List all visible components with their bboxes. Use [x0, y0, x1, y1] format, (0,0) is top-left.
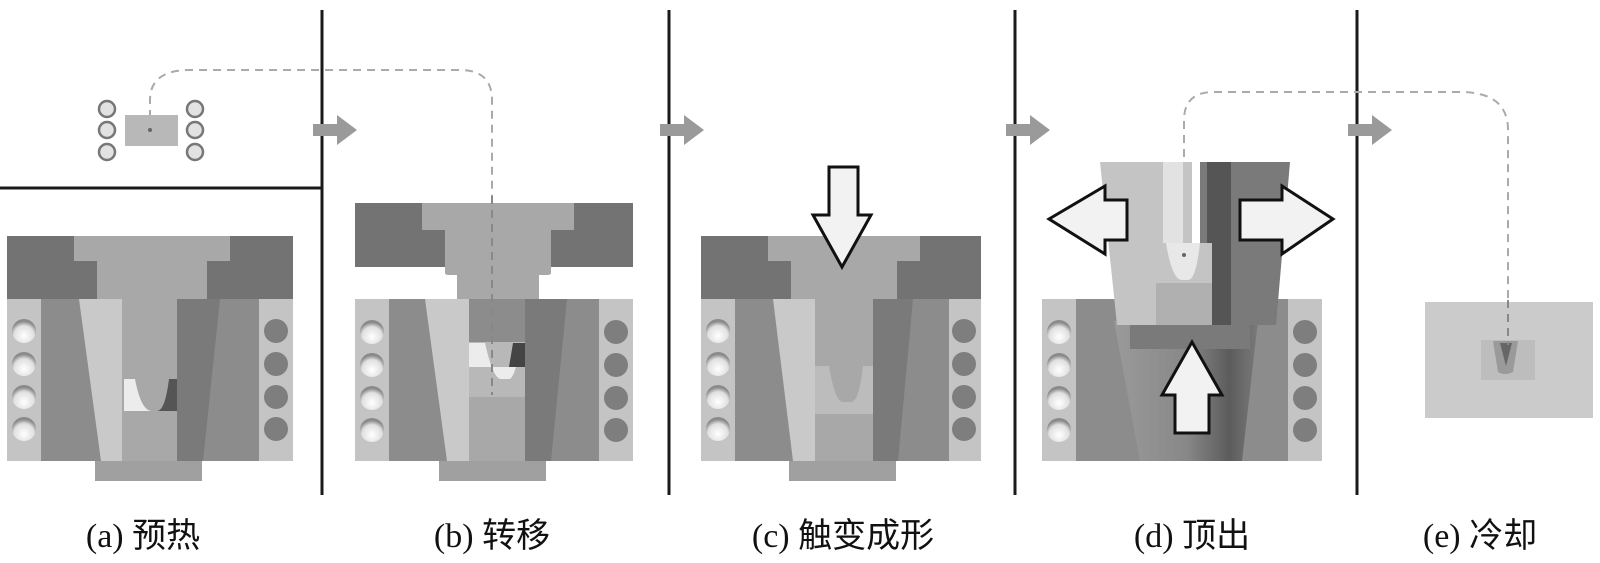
open-left-arrow-icon	[1046, 183, 1129, 257]
caption-panel-d: (d) 顶出	[1133, 518, 1251, 555]
heating-coils-right	[264, 319, 288, 441]
induction-coils	[97, 99, 205, 162]
caption-panel-e: (e) 冷却	[1422, 518, 1538, 555]
transfer-path-de	[1183, 91, 1509, 345]
press-down-arrow-icon	[810, 165, 874, 271]
transfer-paths	[149, 69, 1509, 395]
flow-arrows	[313, 115, 1392, 145]
die-assembly-c	[701, 236, 981, 481]
flow-arrow-icon	[660, 115, 704, 145]
panel-e-cooling	[1425, 300, 1593, 418]
flow-arrow-icon	[1348, 115, 1392, 145]
panel-b-transfer	[355, 196, 633, 481]
caption-panel-a: (a) 预热	[85, 518, 201, 555]
heating-coils-left	[12, 319, 36, 441]
caption-panel-c: (c) 触变成形	[751, 518, 935, 555]
panel-dividers	[0, 10, 1359, 495]
die-assembly-a	[7, 236, 293, 481]
panel-a-preheat	[7, 99, 293, 481]
panel-c-thixoforming	[701, 165, 981, 481]
transfer-path-ab	[149, 69, 493, 395]
die-assembly-b	[355, 299, 633, 481]
panel-d-ejection	[1042, 162, 1336, 461]
split-die-d	[1100, 162, 1290, 325]
billet-center-dot	[148, 128, 152, 132]
open-right-arrow-icon	[1238, 183, 1336, 257]
eject-up-arrow-icon	[1159, 338, 1225, 435]
caption-panel-b: (b) 转移	[433, 518, 551, 555]
flow-arrow-icon	[313, 115, 357, 145]
flow-arrow-icon	[1006, 115, 1050, 145]
